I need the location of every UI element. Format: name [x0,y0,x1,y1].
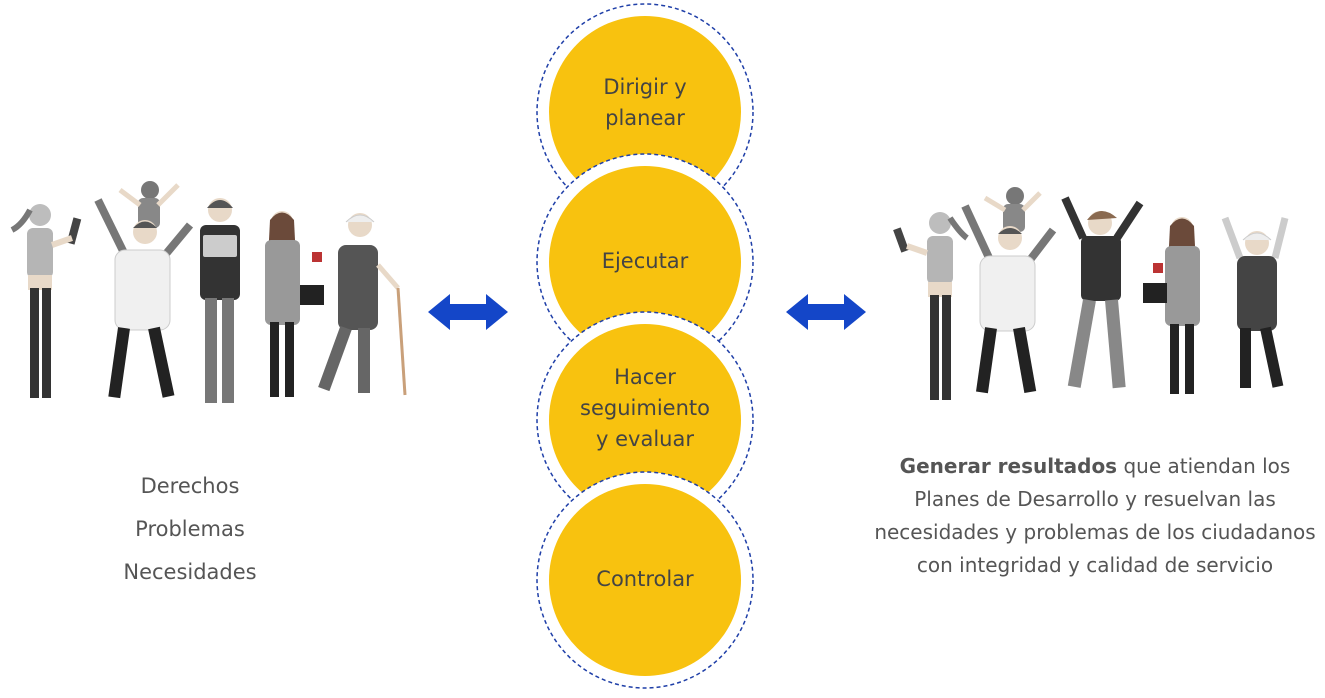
step-label-ejecutar: Ejecutar [601,249,689,273]
results-body: que atiendan los Planes de Desarrollo y … [874,454,1316,577]
person-laptop [200,198,240,403]
cycle-circles [536,3,754,689]
citizens-illustration-left [10,181,407,403]
citizens-illustration-right [893,187,1289,400]
label-problemas: Problemas [135,517,245,541]
person-woman-cup [265,211,324,397]
cycle-step-circle-3 [536,311,754,529]
person-father-child [94,181,194,399]
person-father-child-right [961,187,1057,394]
person-woman-phone-right [893,212,969,400]
person-woman-phone [10,204,82,398]
cycle-step-circle-2 [536,153,754,371]
label-derechos: Derechos [140,474,240,498]
person-woman-cup-right [1143,217,1200,394]
management-cycle: Dirigir y planear Ejecutar Hacer seguimi… [520,0,770,694]
results-description: Generar resultados que atiendan los Plan… [870,450,1320,582]
bidirectional-arrow-left [428,294,508,330]
bidirectional-arrow-right [786,294,866,330]
person-cheering-elder-right [1221,216,1289,388]
person-cheering-man-right [1061,196,1144,389]
person-elder-cane [318,213,407,396]
label-necesidades: Necesidades [123,560,257,584]
citizen-needs-list: Derechos Problemas Necesidades [100,465,280,594]
results-heading: Generar resultados [899,454,1118,478]
step-label-controlar: Controlar [596,567,694,591]
cycle-step-circle-4 [536,471,754,689]
step-label-seguimiento: Hacer seguimiento y evaluar [580,365,710,451]
step-label-dirigir: Dirigir y planear [603,75,687,130]
